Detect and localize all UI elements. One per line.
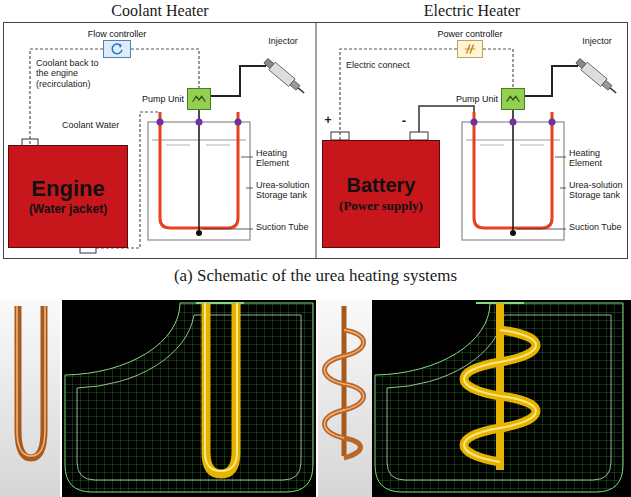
- part-label: Injector: [258, 36, 308, 46]
- node-label: Pump Unit: [142, 94, 184, 104]
- pump-unit: Pump Unit: [187, 88, 211, 110]
- panel-title: Electric Heater: [372, 2, 572, 20]
- power-icon: [458, 41, 482, 57]
- node-label: Power controller: [437, 29, 502, 39]
- battery-box: Battery (Power supply): [322, 140, 440, 248]
- part-label: Heating Element: [569, 148, 627, 169]
- part-label: Urea-solution Storage tank: [256, 180, 314, 201]
- connector-line: [340, 49, 457, 140]
- connector-line: [30, 49, 103, 145]
- node-label: Flow controller: [88, 29, 147, 39]
- pump-icon: [188, 89, 210, 109]
- part-label: Heating Element: [256, 148, 314, 169]
- connector-line: [483, 49, 513, 88]
- cycle-icon: [104, 41, 130, 57]
- power-controller: Power controller: [457, 40, 483, 58]
- engine-box: Engine (Water jacket): [8, 145, 128, 248]
- node-heading: Engine: [31, 176, 104, 201]
- node-subtitle: (Power supply): [339, 199, 423, 214]
- connector-line: [131, 49, 199, 88]
- flow-controller: Flow controller: [103, 40, 131, 58]
- terminal-sign: +: [322, 114, 334, 128]
- wire-label: Electric connect: [346, 60, 436, 70]
- terminal-sign: -: [398, 114, 410, 129]
- pump-icon: [502, 89, 524, 109]
- node-subtitle: (Water jacket): [29, 203, 107, 217]
- node-heading: Battery: [347, 174, 416, 197]
- panel-title: Coolant Heater: [60, 2, 260, 20]
- figure-caption: (a) Schematic of the urea heating system…: [20, 266, 611, 286]
- flow-label: Coolant back to the engine (recirculatio…: [36, 58, 100, 89]
- pump-unit: Pump Unit: [501, 88, 525, 110]
- part-label: Suction Tube: [256, 222, 314, 232]
- part-label: Urea-solution Storage tank: [569, 180, 627, 201]
- flow-label: Coolant Water: [62, 120, 134, 130]
- node-label: Pump Unit: [456, 94, 498, 104]
- part-label: Suction Tube: [569, 222, 627, 232]
- part-label: Injector: [572, 36, 622, 46]
